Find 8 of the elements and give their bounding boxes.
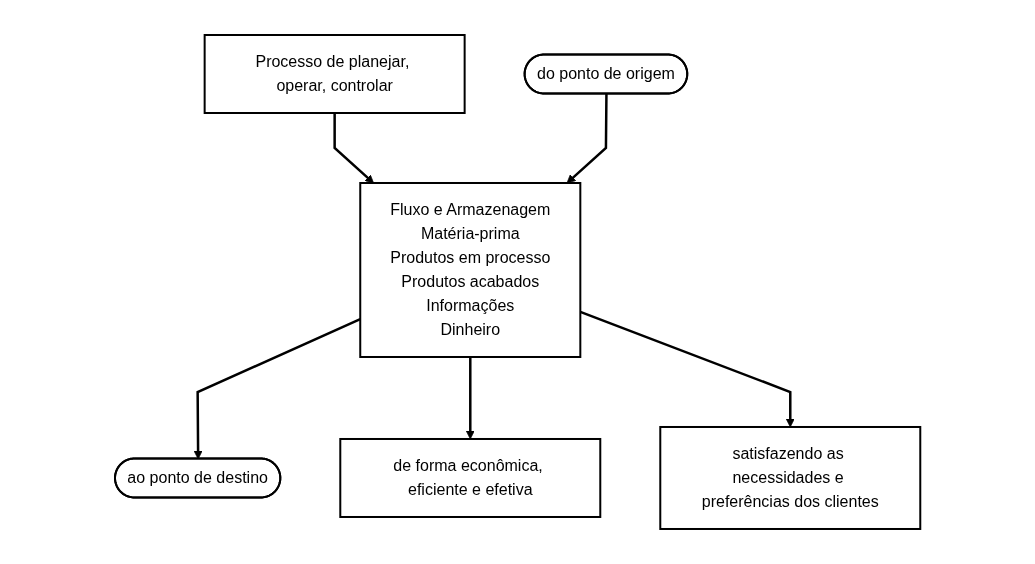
arrow bbox=[465, 357, 475, 440]
node-box: satisfazendo as necessidades e preferências dos clientes bbox=[659, 426, 922, 530]
node-box: Fluxo e Armazenagem Matéria-prima Produtos em processo Produtos acabados Informações Dinheiro bbox=[359, 182, 582, 358]
node-box: de forma econômica, eficiente e efetiva bbox=[339, 438, 602, 518]
arrow bbox=[566, 94, 608, 184]
arrow bbox=[333, 113, 374, 184]
arrow bbox=[193, 318, 361, 460]
node-box: Processo de planejar, operar, controlar bbox=[203, 34, 466, 114]
